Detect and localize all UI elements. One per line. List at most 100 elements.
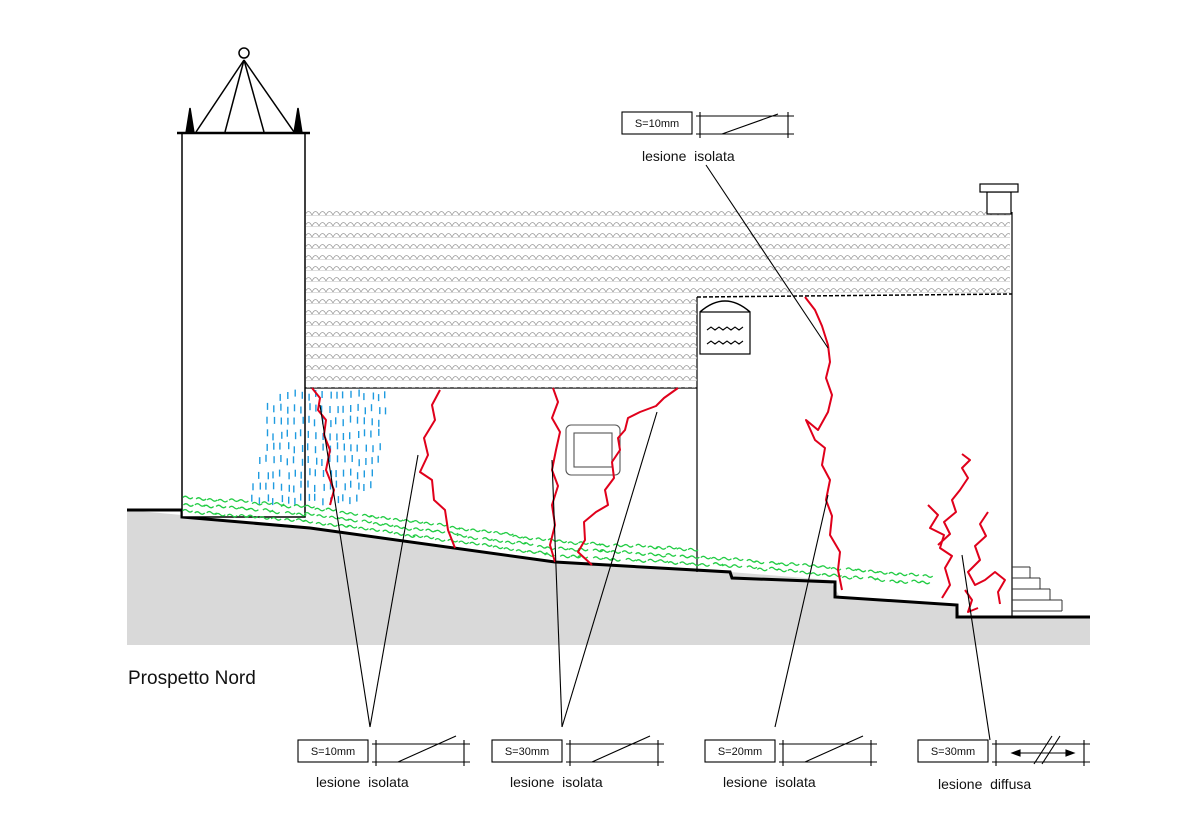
vegetation-mark	[522, 542, 534, 546]
vegetation-mark	[228, 498, 240, 503]
vegetation-mark	[635, 559, 647, 563]
legend-caption: lesione isolata	[642, 148, 735, 164]
vegetation-mark	[226, 513, 238, 518]
vegetation-mark	[679, 561, 691, 566]
vegetation-mark	[599, 549, 611, 553]
vegetation-mark	[361, 519, 373, 524]
vegetation-mark	[194, 511, 206, 515]
vegetation-mark	[699, 563, 711, 567]
vegetation-mark	[559, 554, 571, 559]
vegetation-mark	[382, 523, 394, 527]
vegetation-mark	[776, 568, 788, 573]
vegetation-mark	[515, 549, 527, 553]
vegetation-mark	[746, 565, 758, 570]
vegetation-mark	[206, 498, 218, 502]
vegetation-mark	[316, 514, 328, 518]
vegetation-mark	[315, 521, 327, 526]
vegetation-mark	[756, 567, 768, 572]
vegetation-mark	[228, 505, 240, 510]
vegetation-mark	[251, 501, 263, 506]
vegetation-mark	[599, 543, 611, 548]
crack-8	[967, 511, 1006, 605]
vegetation-mark	[304, 512, 315, 516]
vegetation-mark	[570, 554, 582, 559]
vegetation-mark	[732, 557, 744, 562]
vegetation-mark	[247, 514, 259, 519]
vegetation-mark	[667, 561, 679, 565]
vegetation-mark	[821, 573, 833, 577]
vegetation-mark	[327, 523, 338, 527]
vegetation-mark	[688, 555, 700, 560]
ground-section	[127, 510, 1090, 645]
vegetation-mark	[425, 528, 437, 533]
vegetation-mark	[845, 567, 857, 572]
vegetation-mark	[502, 531, 514, 536]
vegetation-mark	[492, 545, 504, 550]
roof-tiles	[306, 205, 1010, 297]
vegetation-mark	[896, 572, 908, 577]
vegetation-mark	[689, 562, 701, 567]
vegetation-mark	[203, 504, 215, 509]
vegetation-mark	[852, 575, 864, 580]
legend-value: S=20mm	[718, 746, 762, 758]
diagonal-line-symbol	[372, 735, 470, 766]
vegetation-mark	[687, 547, 699, 552]
vegetation-mark	[368, 515, 380, 519]
vegetation-mark	[392, 517, 404, 522]
legend-value: S=30mm	[931, 746, 975, 758]
leader-lines	[319, 164, 991, 741]
vegetation-mark	[270, 517, 282, 521]
vegetation-mark	[469, 528, 481, 533]
vegetation-mark	[493, 531, 504, 535]
vent-grille	[706, 326, 744, 345]
vegetation-mark	[215, 504, 227, 509]
vegetation-mark	[557, 546, 569, 551]
legend-caption: lesione isolata	[723, 774, 816, 790]
vegetation-mark	[458, 527, 470, 532]
vegetation-mark	[855, 568, 867, 573]
vegetation-mark	[247, 507, 259, 512]
vegetation-mark	[492, 539, 504, 543]
diagonal-line-symbol	[696, 112, 794, 138]
vegetation-mark	[655, 546, 667, 550]
vegetation-mark	[182, 495, 194, 500]
vegetation-mark	[622, 543, 634, 548]
vegetation-mark	[284, 511, 296, 515]
vegetation-mark	[423, 521, 435, 526]
vegetation-mark	[304, 504, 316, 509]
vegetation-mark	[612, 543, 624, 548]
vegetation-mark	[357, 526, 369, 531]
crack-9	[964, 589, 979, 613]
vegetation-mark	[522, 536, 534, 541]
vegetation-mark	[922, 574, 934, 578]
diagonal-line-symbol	[566, 735, 664, 766]
vegetation-mark	[908, 572, 920, 577]
vegetation-mark	[412, 534, 424, 539]
vegetation-mark	[504, 540, 516, 545]
vegetation-mark	[877, 570, 888, 575]
vegetation-mark	[810, 572, 822, 576]
vegetation-mark	[238, 506, 250, 511]
legend-box-2: S=10mm lesione isolata	[297, 735, 470, 790]
crack-6	[937, 453, 971, 546]
vegetation-mark	[269, 510, 281, 515]
vegetation-mark	[467, 536, 479, 541]
vegetation-mark	[182, 503, 194, 507]
vegetation-mark	[888, 571, 900, 576]
vegetation-mark	[592, 548, 604, 553]
legend-box-3: S=30mm lesione isolata	[491, 735, 664, 790]
vegetation-mark	[568, 547, 580, 552]
vegetation-mark	[503, 547, 515, 551]
vegetation-mark	[874, 578, 886, 583]
vegetation-mark	[589, 541, 601, 546]
vegetation-mark	[382, 529, 394, 534]
vegetation-mark	[778, 562, 790, 567]
legend-box-1: S=10mm lesione isolata	[621, 111, 794, 164]
vegetation-mark	[434, 529, 446, 534]
vegetation-mark	[592, 556, 604, 560]
vegetation-mark	[338, 517, 350, 521]
vegetation-mark	[314, 507, 326, 512]
crack-4	[577, 387, 679, 566]
vegetation-mark	[449, 525, 461, 530]
